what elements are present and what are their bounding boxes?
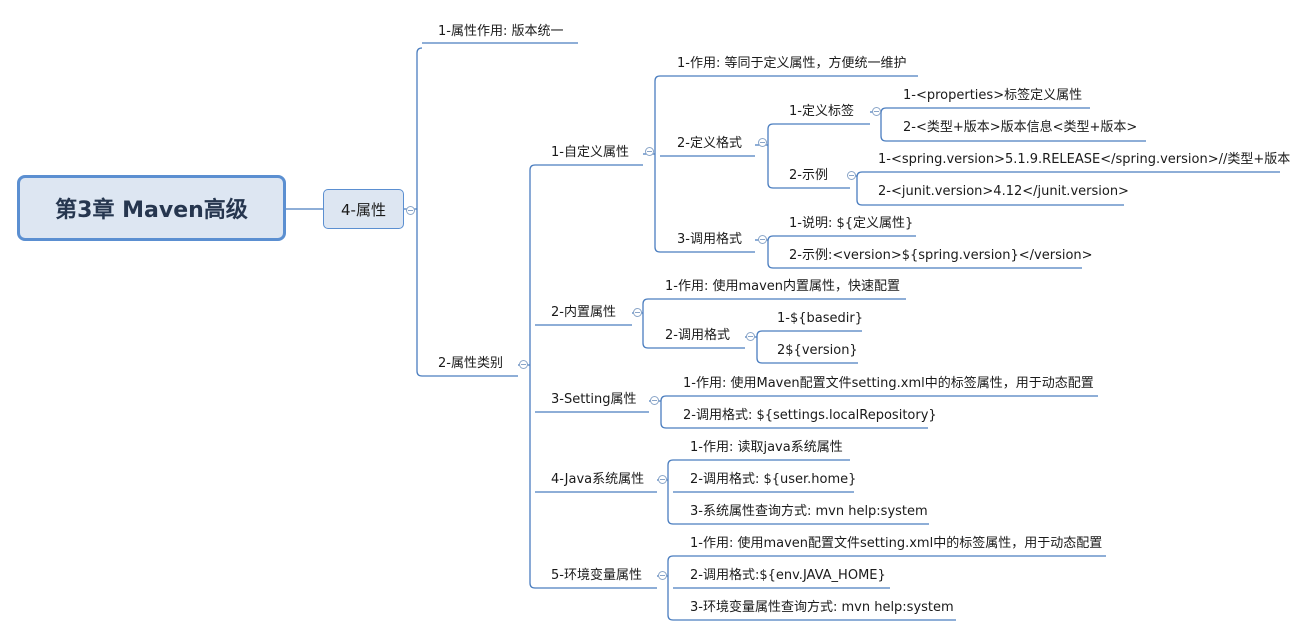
topic-custom[interactable]: 1-自定义属性	[551, 145, 629, 160]
collapse-tag-icon[interactable]	[872, 107, 881, 116]
collapse-java-icon[interactable]	[658, 475, 667, 484]
topic-builtin[interactable]: 2-内置属性	[551, 305, 616, 320]
collapse-builtin-call-icon[interactable]	[746, 332, 755, 341]
topic-tag-item-2[interactable]: 2-<类型+版本>版本信息<类型+版本>	[903, 120, 1138, 135]
collapse-setting-icon[interactable]	[650, 396, 659, 405]
connector-java-children	[657, 459, 674, 525]
collapse-env-icon[interactable]	[658, 571, 667, 580]
topic-builtin-role[interactable]: 1-作用: 使用maven内置属性，快速配置	[665, 279, 901, 294]
topic-setting-item-2[interactable]: 2-调用格式: ${settings.localRepository}	[683, 408, 937, 423]
topic-env-item-2[interactable]: 2-调用格式:${env.JAVA_HOME}	[690, 568, 886, 583]
collapse-types-icon[interactable]	[519, 360, 528, 369]
topic-call-item-1[interactable]: 1-说明: ${定义属性}	[789, 216, 914, 231]
root-topic[interactable]: 第3章 Maven高级	[17, 175, 286, 241]
collapse-format-icon[interactable]	[758, 138, 767, 147]
root-topic-label: 第3章 Maven高级	[55, 198, 248, 223]
topic-custom-call[interactable]: 3-调用格式	[677, 232, 742, 247]
connector-builtin-children	[632, 298, 649, 349]
collapse-call-icon[interactable]	[758, 235, 767, 244]
collapse-builtin-icon[interactable]	[633, 308, 642, 317]
collapse-main-icon[interactable]	[406, 206, 415, 215]
connector-env-children	[657, 555, 674, 621]
topic-env[interactable]: 5-环境变量属性	[551, 568, 642, 583]
connector-types-categories	[518, 164, 536, 589]
connector-custom-children	[643, 75, 661, 253]
topic-builtin-call[interactable]: 2-调用格式	[665, 328, 730, 343]
topic-example-item-1[interactable]: 1-<spring.version>5.1.9.RELEASE</spring.…	[878, 152, 1291, 167]
topic-setting-item-1[interactable]: 1-作用: 使用Maven配置文件setting.xml中的标签属性，用于动态配…	[683, 376, 1094, 391]
topic-tag-item-1[interactable]: 1-<properties>标签定义属性	[903, 88, 1083, 103]
connector-format-children	[755, 123, 774, 189]
main-topic[interactable]: 4-属性	[323, 189, 404, 229]
topic-call-item-2[interactable]: 2-示例:<version>${spring.version}</version…	[789, 248, 1093, 263]
topic-env-item-1[interactable]: 1-作用: 使用maven配置文件setting.xml中的标签属性，用于动态配…	[690, 536, 1103, 551]
topic-custom-role[interactable]: 1-作用: 等同于定义属性，方便统一维护	[677, 56, 907, 71]
topic-java-item-1[interactable]: 1-作用: 读取java系统属性	[690, 440, 843, 455]
topic-builtin-call-item-1[interactable]: 1-${basedir}	[777, 311, 863, 326]
topic-env-item-3[interactable]: 3-环境变量属性查询方式: mvn help:system	[690, 600, 954, 615]
topic-java-item-2[interactable]: 2-调用格式: ${user.home}	[690, 472, 857, 487]
topic-format-tag[interactable]: 1-定义标签	[789, 104, 854, 119]
collapse-custom-icon[interactable]	[645, 147, 654, 156]
topic-java-item-3[interactable]: 3-系统属性查询方式: mvn help:system	[690, 504, 928, 519]
topic-types[interactable]: 2-属性类别	[438, 356, 503, 371]
topic-example-item-2[interactable]: 2-<junit.version>4.12</junit.version>	[878, 184, 1129, 199]
collapse-example-icon[interactable]	[847, 171, 856, 180]
topic-purpose[interactable]: 1-属性作用: 版本统一	[438, 24, 564, 39]
topic-custom-format[interactable]: 2-定义格式	[677, 136, 742, 151]
topic-java[interactable]: 4-Java系统属性	[551, 472, 645, 487]
topic-format-example[interactable]: 2-示例	[789, 168, 828, 183]
topic-builtin-call-item-2[interactable]: 2${version}	[777, 343, 858, 358]
main-topic-label: 4-属性	[341, 200, 386, 219]
topic-setting[interactable]: 3-Setting属性	[551, 392, 637, 407]
